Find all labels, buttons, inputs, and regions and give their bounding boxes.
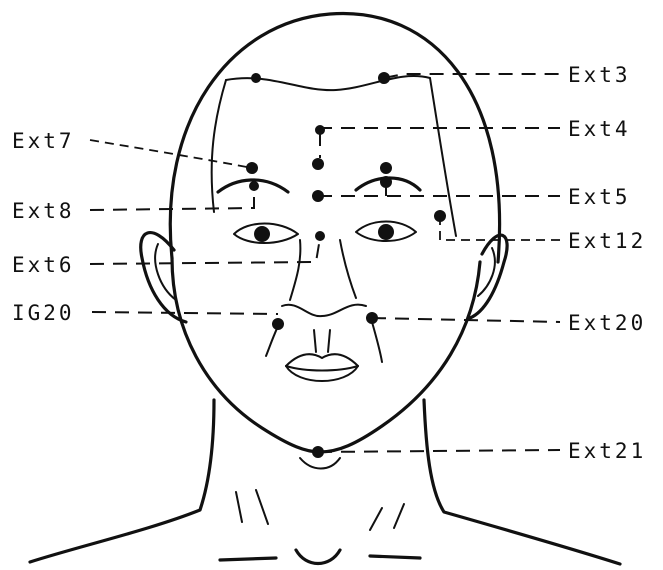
collar-left	[220, 558, 276, 560]
label-ext12: Ext12	[568, 229, 646, 253]
label-ext21: Ext21	[568, 439, 646, 463]
point-ext4	[312, 158, 324, 170]
point-ext8	[249, 181, 259, 191]
point-ig20	[272, 318, 284, 330]
leader-ig20	[92, 312, 278, 314]
nose-base	[282, 305, 366, 317]
point-ext6	[315, 231, 325, 241]
right-nasolabial-fold	[372, 322, 382, 362]
neck-line-2	[256, 490, 268, 524]
neck-line-4	[394, 504, 404, 528]
label-ext8: Ext8	[12, 199, 75, 223]
nose-right	[340, 240, 356, 298]
leader-ext5	[318, 182, 560, 196]
leader-ext7	[90, 140, 252, 168]
right-ear-inner	[478, 248, 495, 296]
leader-ext6	[90, 238, 320, 264]
left-pupil	[254, 226, 270, 242]
point-right-brow-top	[380, 162, 392, 174]
head-outline	[170, 13, 499, 262]
label-ext20: Ext20	[568, 311, 646, 335]
label-ext3: Ext3	[568, 63, 631, 87]
label-ext7: Ext7	[12, 129, 75, 153]
label-ext5: Ext5	[568, 185, 631, 209]
point-ext7	[246, 162, 258, 174]
label-ext4: Ext4	[568, 117, 631, 141]
label-ext6: Ext6	[12, 253, 75, 277]
upper-lip	[286, 354, 358, 366]
collar-right	[370, 556, 420, 558]
nose-left	[290, 240, 300, 300]
collar-center	[296, 550, 340, 564]
neck-line-3	[370, 508, 382, 530]
mouth-line	[286, 366, 358, 371]
chin-crease	[300, 458, 340, 469]
leader-ext21	[318, 450, 560, 452]
right-ear	[470, 235, 507, 318]
right-pupil	[378, 224, 394, 240]
neck-line-1	[236, 492, 242, 522]
neck-left	[30, 400, 214, 562]
label-ig20: IG20	[12, 301, 75, 325]
philtrum	[314, 330, 330, 352]
neck-right	[424, 400, 620, 564]
point-hairline-left	[251, 73, 261, 83]
